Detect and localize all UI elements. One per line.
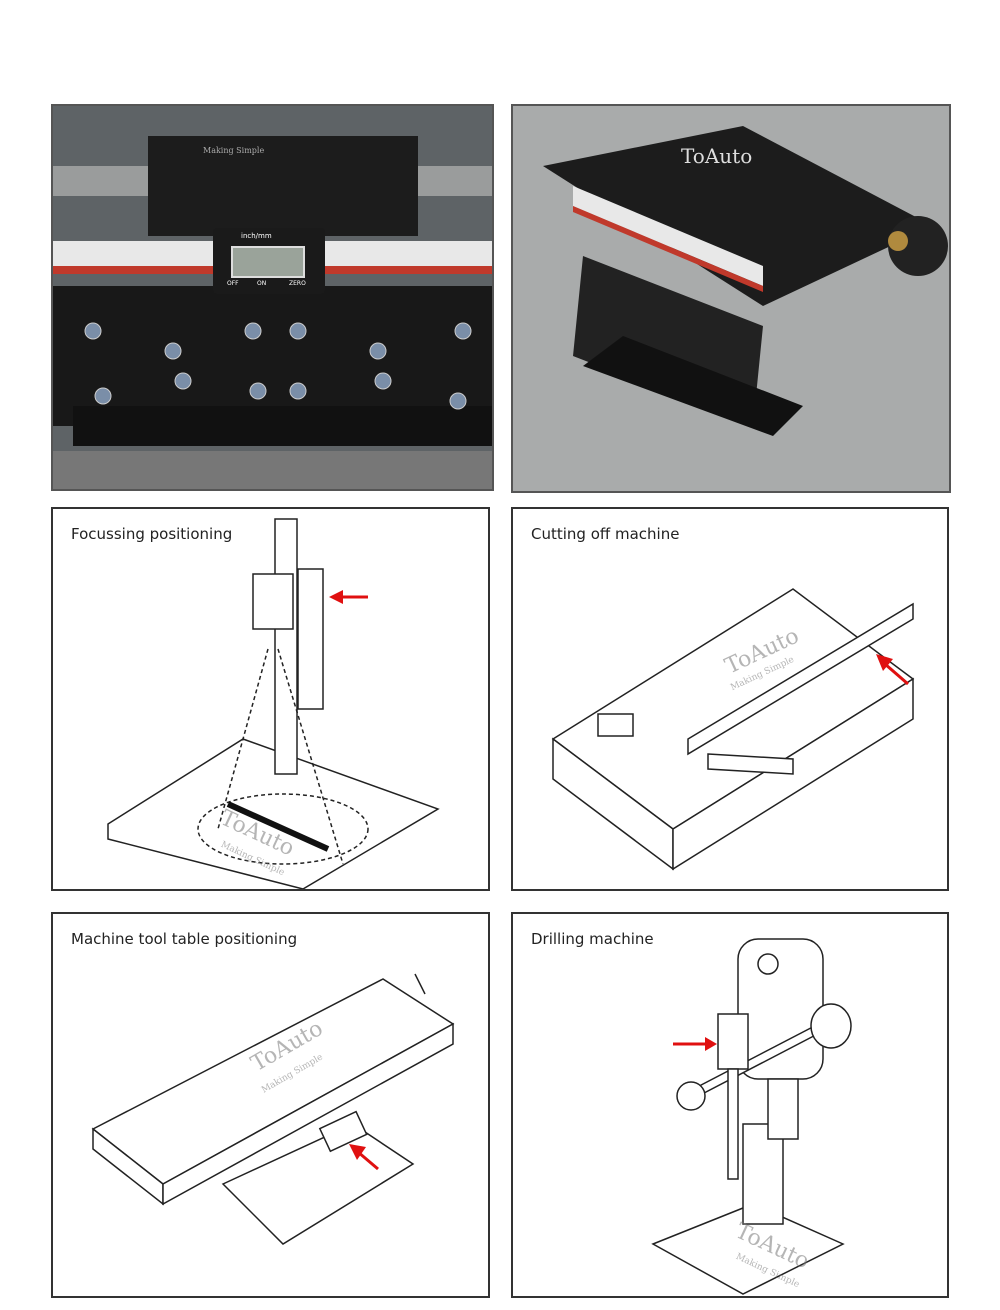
application-cutting-off: Cutting off machine ToAuto Making Simple xyxy=(511,507,949,891)
caption-cutting-off: Cutting off machine xyxy=(531,525,680,543)
application-drilling: Drilling machine ToAuto Making Simple xyxy=(511,912,949,1298)
lcd-unit-label: inch/mm xyxy=(241,232,272,240)
watermark-brand: ToAuto xyxy=(681,144,753,168)
lcd-zero-label: ZERO xyxy=(289,280,306,287)
drilling-diagram xyxy=(651,938,852,1295)
watermark-slogan: Making Simple xyxy=(203,146,265,155)
photo-front-view: inch/mm OFF ON ZERO Making Simple xyxy=(51,104,494,491)
digital-readout: inch/mm OFF ON ZERO xyxy=(213,228,325,294)
cutting-off-diagram xyxy=(551,588,915,871)
focussing-diagram xyxy=(107,518,440,889)
caption-machine-tool-table: Machine tool table positioning xyxy=(71,930,298,948)
lcd-screen xyxy=(231,246,305,278)
stage-angle-illustration xyxy=(543,126,948,436)
lcd-off-label: OFF xyxy=(227,280,239,287)
application-machine-tool-table: Machine tool table positioning ToAuto Ma… xyxy=(51,912,490,1298)
stage-front-illustration xyxy=(53,106,492,489)
photo-angle-view: ToAuto xyxy=(511,104,951,493)
caption-focussing: Focussing positioning xyxy=(71,525,233,543)
caption-drilling: Drilling machine xyxy=(531,930,654,948)
machine-tool-diagram xyxy=(91,973,455,1245)
lcd-on-label: ON xyxy=(257,280,267,287)
application-focussing: Focussing positioning ToAuto Making Simp… xyxy=(51,507,490,891)
